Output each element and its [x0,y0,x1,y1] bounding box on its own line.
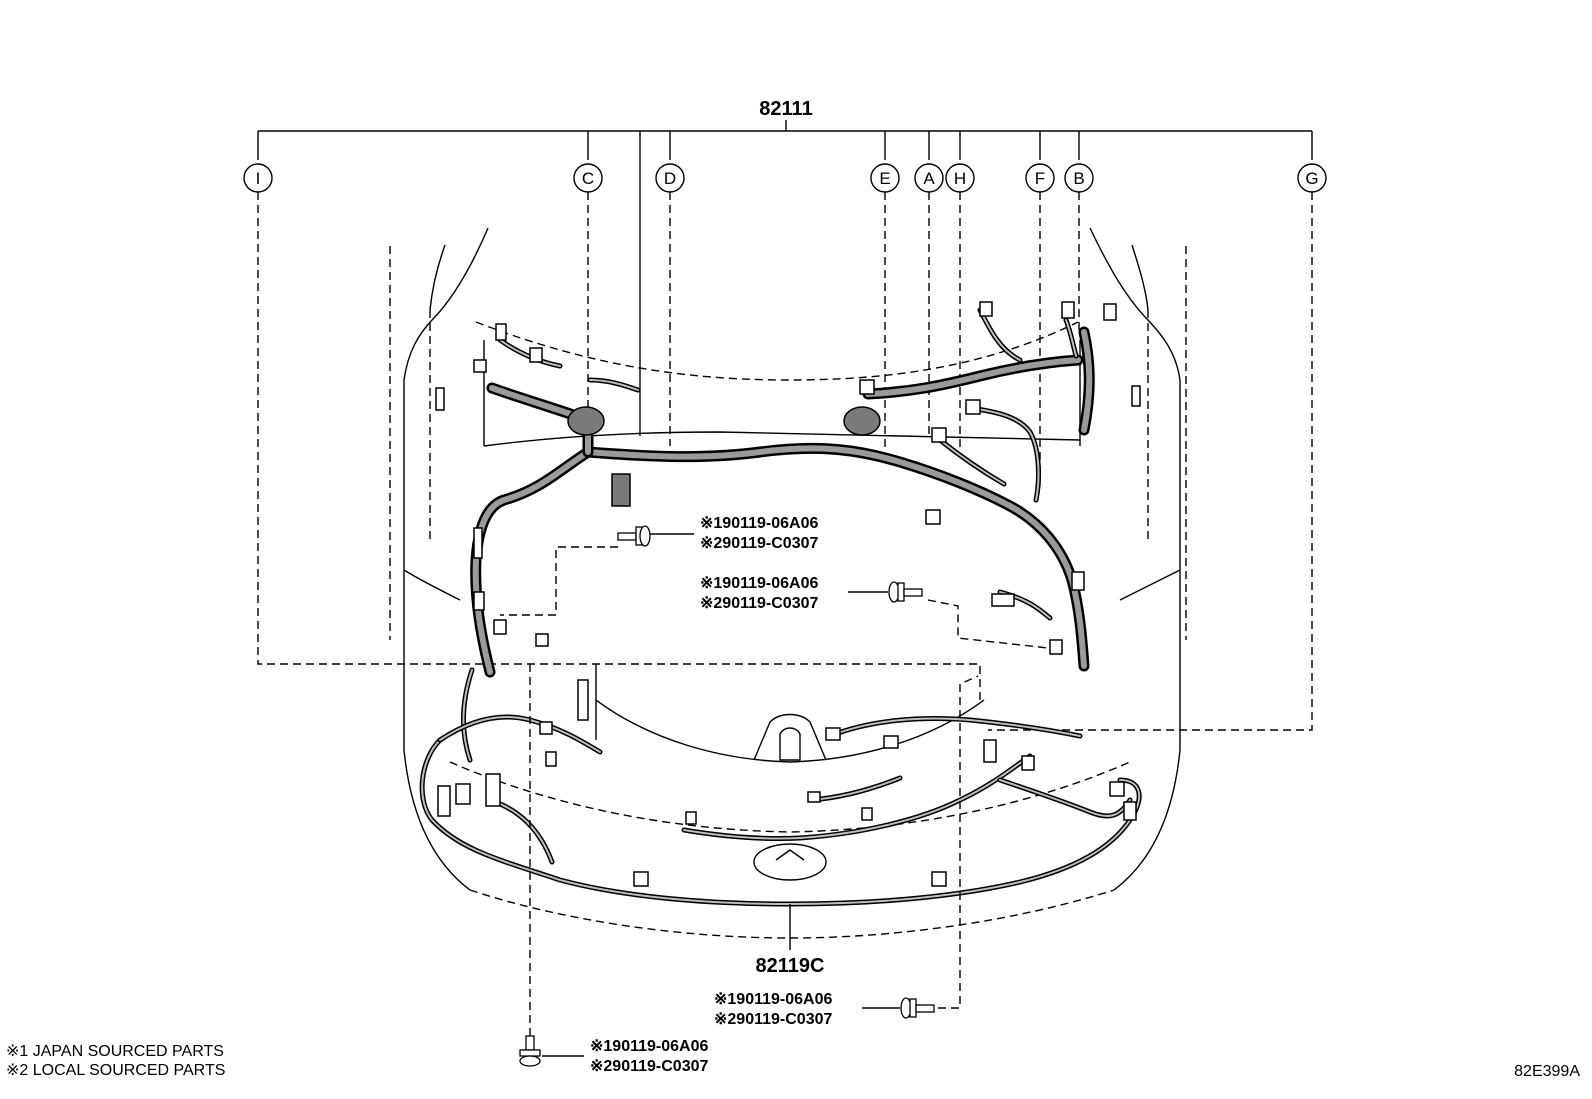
connector [577,679,589,721]
fastener-code-2: ※290119-C0307 [700,535,818,552]
callout-letter: I [256,169,261,188]
callout-B: B [1064,163,1094,193]
connector [1123,801,1137,821]
connector [545,751,557,767]
bolt-icon [617,525,651,547]
bolt-icon [888,581,923,603]
connector [473,359,487,373]
main-assembly-part-number: 82111 [759,98,812,120]
illustration-code: 82E399A [1514,1063,1580,1080]
callout-letter: F [1035,169,1045,188]
legend-japan-sourced: ※1 JAPAN SOURCED PARTS [6,1043,224,1060]
callout-leader-lines [257,192,1313,731]
connector [473,527,483,559]
callout-C: C [573,163,603,193]
callout-G: G [1297,163,1327,193]
connector [1061,301,1075,319]
connector [435,387,445,411]
connector [883,735,899,749]
connector [455,783,471,805]
connector [633,871,649,887]
connector [1021,755,1035,771]
connector [485,773,501,807]
vehicle-body-outline [389,227,1187,939]
fastener-group-2: ※190119-06A06 ※290119-C0307 [700,575,1049,649]
callout-letter: H [954,169,966,188]
connector [965,399,981,415]
connector [925,509,941,525]
callout-I: I [243,163,273,193]
connector [1109,781,1125,797]
connector [1071,571,1085,591]
fastener-group-4: ※190119-06A06 ※290119-C0307 [519,664,708,1075]
callout-H: H [945,163,975,193]
connectors [435,301,1141,887]
connector [991,593,1015,607]
fastener-group-3: ※190119-06A06 ※290119-C0307 [714,675,979,1028]
fastener-code-1: ※190119-06A06 [700,515,818,532]
callout-letter: G [1305,169,1318,188]
connector [979,301,993,317]
connector [983,739,997,763]
main-assembly-leader [257,120,1313,436]
callout-letter: B [1073,169,1084,188]
connector [539,721,553,735]
connector [437,785,451,817]
grommet-right [843,406,881,436]
callout-A: A [914,163,944,193]
bolt-icon [519,1035,541,1067]
connector [931,427,947,443]
connector [493,619,507,635]
connector [825,727,841,741]
fastener-code-1: ※190119-06A06 [590,1038,708,1055]
fastener-code-1: ※190119-06A06 [714,991,832,1008]
connector [1049,639,1063,655]
connector [473,591,485,611]
callout-letter: A [923,169,935,188]
connector [685,811,697,825]
callout-F: F [1025,163,1055,193]
callout-letter: E [879,169,890,188]
legend-local-sourced: ※2 LOCAL SOURCED PARTS [6,1062,225,1079]
grommets [567,406,881,436]
fastener-code-2: ※290119-C0307 [590,1058,708,1075]
connector [931,871,947,887]
connector [529,347,543,363]
connector [1131,385,1141,407]
callout-letter: D [664,169,676,188]
fastener-group-1: ※190119-06A06 ※290119-C0307 [500,515,818,616]
grommet-left [567,406,605,436]
callout-D: D [655,163,685,193]
sub-assembly-part-number: 82119C [756,955,825,977]
connector [535,633,549,647]
fastener-code-2: ※290119-C0307 [714,1011,832,1028]
callout-E: E [870,163,900,193]
fastener-code-2: ※290119-C0307 [700,595,818,612]
connector [611,473,631,507]
connector [859,379,875,395]
connector [807,791,821,803]
connector [861,807,873,821]
connector [495,323,507,341]
main-harness [470,326,1095,678]
bolt-icon [900,997,935,1019]
callout-letter: C [582,169,594,188]
connector [1103,303,1117,321]
fastener-code-1: ※190119-06A06 [700,575,818,592]
